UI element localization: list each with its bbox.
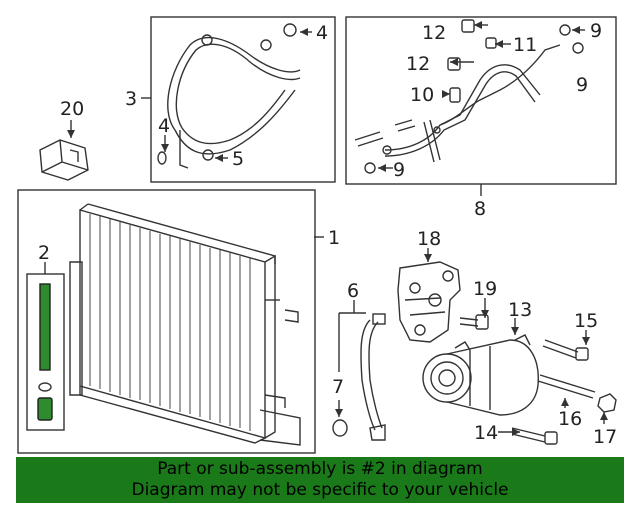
callout-15: 15: [574, 310, 598, 332]
callout-9-bottom: 9: [393, 159, 405, 181]
condenser-part: [69, 203, 301, 446]
callout-17: 17: [593, 426, 617, 448]
frame-group-8: [345, 16, 617, 185]
line-assembly-8: [354, 19, 584, 174]
callout-12-top: 12: [422, 22, 446, 44]
callout-16: 16: [558, 408, 582, 430]
callout-12-mid: 12: [406, 53, 430, 75]
callout-7: 7: [332, 376, 344, 398]
line-6: [332, 313, 386, 441]
callout-4-top: 4: [316, 22, 328, 44]
bolt-15: [542, 339, 589, 361]
callout-20: 20: [60, 98, 84, 120]
compressor-13: [422, 334, 539, 416]
callout-11: 11: [513, 34, 537, 56]
callout-10: 10: [410, 84, 434, 106]
hose-assembly-3: [157, 23, 301, 169]
banner-line-2: Diagram may not be specific to your vehi…: [131, 480, 509, 500]
callout-3: 3: [125, 88, 137, 110]
info-banner: Part or sub-assembly is #2 in diagram Di…: [16, 457, 624, 503]
banner-line-1: Part or sub-assembly is #2 in diagram: [157, 459, 483, 479]
callout-9-top: 9: [590, 20, 602, 42]
bolt-19: [459, 314, 489, 330]
callout-5: 5: [232, 148, 244, 170]
nut-17: [597, 393, 617, 413]
part-20: [39, 139, 89, 181]
callout-19: 19: [473, 278, 497, 300]
callout-1: 1: [328, 227, 340, 249]
callout-8: 8: [474, 198, 486, 220]
callout-4-left: 4: [158, 115, 170, 137]
receiver-drier-highlighted: [37, 283, 53, 421]
bolt-14: [511, 427, 558, 445]
frame-group-3: [150, 16, 336, 183]
callout-6: 6: [347, 280, 359, 302]
frame-group-1: [17, 189, 316, 454]
callout-2: 2: [38, 242, 50, 264]
stud-16: [537, 374, 596, 399]
callout-13: 13: [508, 299, 532, 321]
callout-9-right: 9: [576, 74, 588, 96]
bracket-18: [397, 261, 461, 343]
callout-14: 14: [474, 422, 498, 444]
callout-18: 18: [417, 228, 441, 250]
